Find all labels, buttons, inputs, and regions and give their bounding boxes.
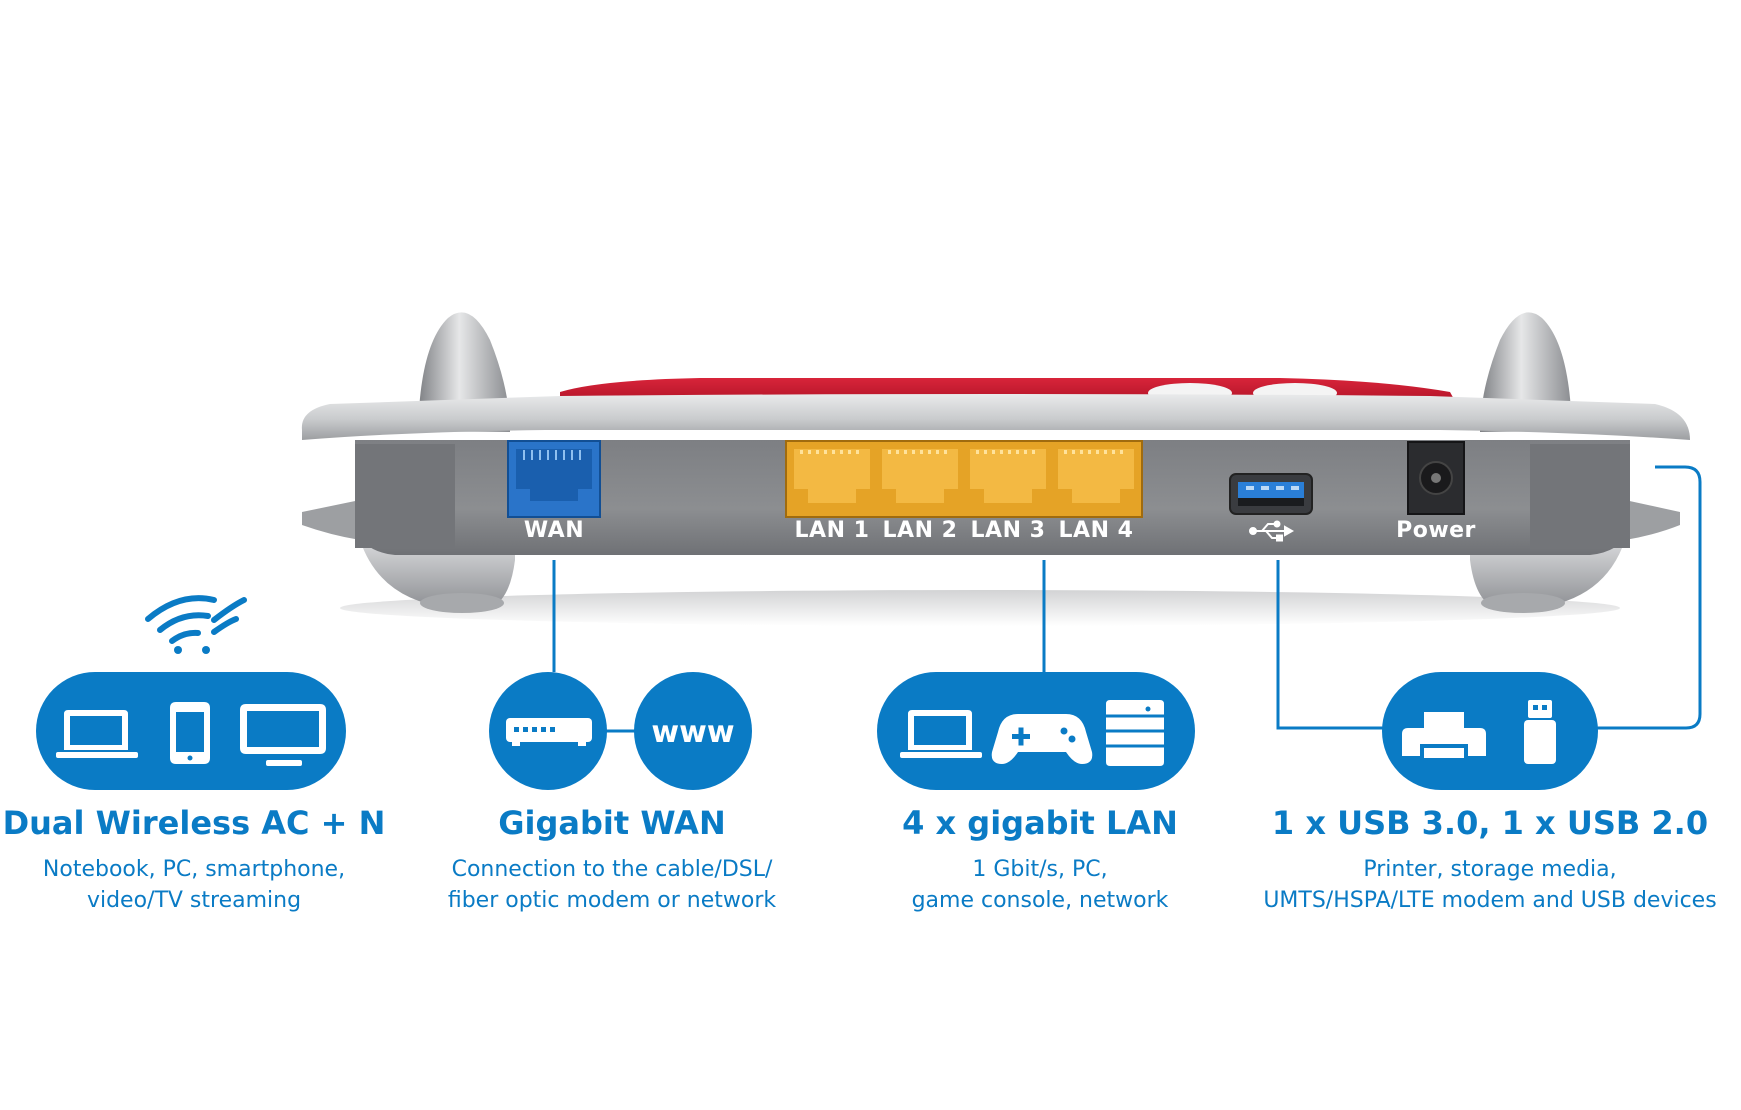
feature-description-line: video/TV streaming bbox=[86, 887, 302, 913]
lan-port-1 bbox=[794, 449, 870, 503]
usb-port bbox=[1229, 473, 1313, 515]
left-recess bbox=[355, 444, 455, 548]
wireless-group bbox=[36, 595, 346, 790]
right-foot bbox=[1470, 540, 1625, 613]
feature-description-line: game console, network bbox=[911, 887, 1169, 913]
printer-icon bbox=[1402, 712, 1486, 758]
feature-title: Gigabit WAN bbox=[498, 804, 726, 842]
feature-wan: Gigabit WAN Connection to the cable/DSL/… bbox=[447, 804, 777, 917]
feature-wireless: Dual Wireless AC + N Notebook, PC, smart… bbox=[2, 804, 386, 917]
feature-description-line: Printer, storage media, bbox=[1363, 857, 1617, 883]
usb-connector-line bbox=[1276, 560, 1398, 730]
laptop-icon bbox=[56, 710, 138, 758]
www-label: www bbox=[651, 715, 734, 750]
modem-icon bbox=[506, 718, 592, 746]
router-back-panel bbox=[301, 312, 1690, 626]
left-foot bbox=[360, 540, 515, 613]
top-shell bbox=[301, 394, 1690, 440]
router-shadow bbox=[340, 590, 1620, 626]
wan-port bbox=[507, 440, 601, 518]
lan-port-3 bbox=[970, 449, 1046, 503]
lan-laptop-icon bbox=[900, 710, 982, 758]
lan2-port-label: LAN 2 bbox=[882, 518, 958, 543]
power-jack bbox=[1407, 441, 1465, 515]
feature-description-line: Notebook, PC, smartphone, bbox=[42, 857, 346, 883]
gamepad-icon bbox=[991, 714, 1093, 764]
wan-group: www bbox=[489, 672, 752, 790]
right-recess bbox=[1530, 444, 1630, 548]
www-circle bbox=[634, 672, 752, 790]
lan3-port-label: LAN 3 bbox=[970, 518, 1046, 543]
left-lower-wedge bbox=[302, 500, 360, 540]
feature-lan: 4 x gigabit LAN 1 Gbit/s, PC, game conso… bbox=[902, 804, 1178, 917]
server-icon bbox=[1106, 700, 1164, 766]
usb2-connector-line bbox=[1590, 465, 1702, 730]
lan-group bbox=[877, 672, 1195, 790]
lan-ports bbox=[785, 440, 1143, 518]
wireless-devices-pill bbox=[36, 672, 346, 790]
usb-stick-icon bbox=[1524, 700, 1556, 764]
lan-port-2 bbox=[882, 449, 958, 503]
monitor-icon bbox=[240, 704, 326, 766]
wifi-icon bbox=[145, 595, 247, 654]
feature-title: 4 x gigabit LAN bbox=[902, 804, 1178, 842]
feature-description-line: fiber optic modem or network bbox=[447, 887, 777, 913]
usb-symbol-icon bbox=[1249, 520, 1295, 542]
power-port-label: Power bbox=[1396, 518, 1476, 543]
connector-lines bbox=[552, 465, 1702, 730]
feature-title: 1 x USB 3.0, 1 x USB 2.0 bbox=[1271, 804, 1709, 842]
wan-port-label: WAN bbox=[523, 518, 585, 543]
feature-title: Dual Wireless AC + N bbox=[2, 804, 386, 842]
lan1-port-label: LAN 1 bbox=[794, 518, 870, 543]
lan-port-4 bbox=[1058, 449, 1134, 503]
usb-group bbox=[1382, 672, 1598, 790]
smartphone-icon bbox=[170, 702, 210, 764]
lan4-port-label: LAN 4 bbox=[1058, 518, 1134, 543]
feature-description-line: Connection to the cable/DSL/ bbox=[451, 857, 773, 883]
feature-usb: 1 x USB 3.0, 1 x USB 2.0 Printer, storag… bbox=[1263, 804, 1717, 917]
right-lower-wedge bbox=[1625, 500, 1680, 540]
feature-description-line: UMTS/HSPA/LTE modem and USB devices bbox=[1263, 887, 1717, 913]
feature-description-line: 1 Gbit/s, PC, bbox=[972, 857, 1108, 883]
